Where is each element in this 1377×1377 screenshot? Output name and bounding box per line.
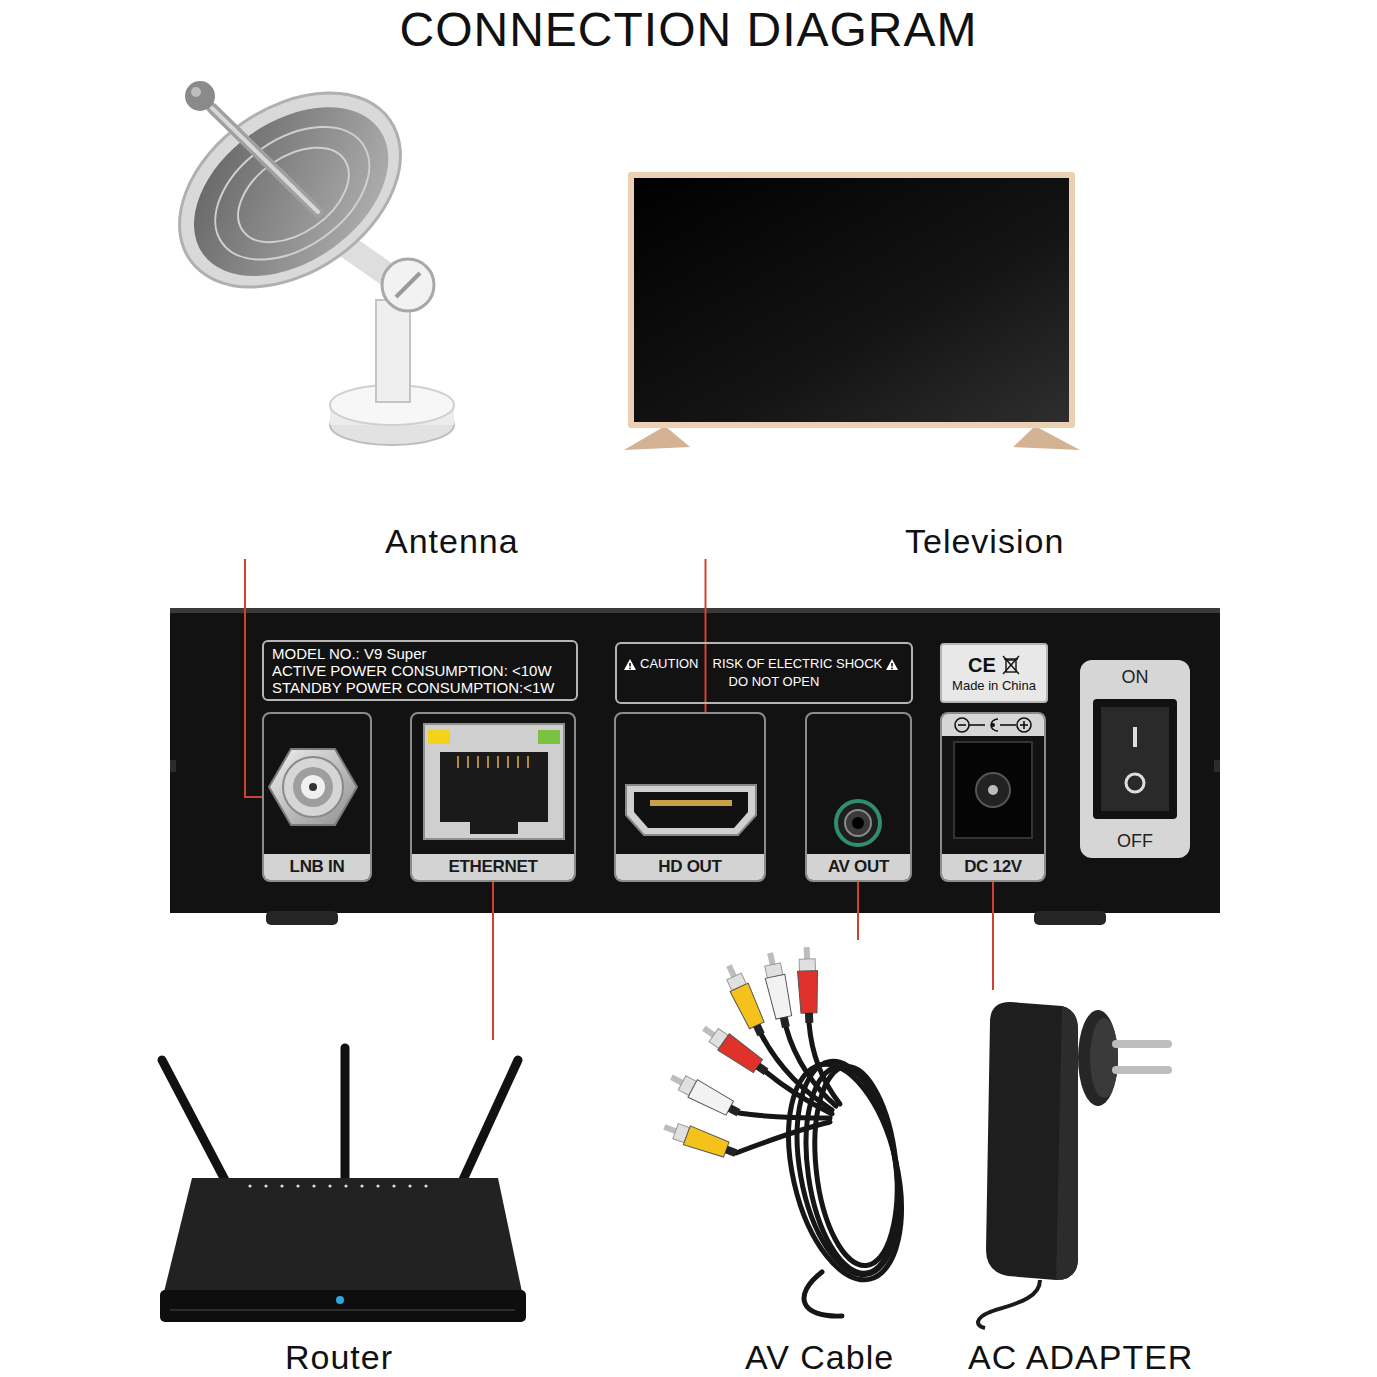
port-label: HD OUT	[616, 854, 764, 880]
connector-line	[705, 559, 707, 712]
switch-label: ON	[1122, 666, 1149, 688]
certification-box: CEMade in China	[940, 643, 1048, 703]
f-connector	[269, 749, 357, 825]
satellite-dish	[143, 53, 454, 445]
ce-mark: CE	[968, 653, 996, 677]
model-info-box: MODEL NO.: V9 SuperACTIVE POWER CONSUMPT…	[262, 640, 578, 701]
rocker-switch	[1093, 699, 1177, 819]
weee-symbol	[1002, 655, 1020, 675]
text-row: CAUTION RISK OF ELECTRIC SHOCK	[623, 655, 905, 673]
ac-adapter	[978, 1002, 1172, 1328]
hdmi-port: HD OUT	[614, 712, 766, 882]
device-label: Television	[905, 523, 1064, 559]
caution-text: RISK OF ELECTRIC SHOCK	[713, 655, 883, 673]
spec-text: STANDBY POWER CONSUMPTION:<1W	[272, 679, 568, 696]
warning-triangle	[885, 658, 899, 671]
connector-line	[857, 882, 859, 940]
origin-note: Made in China	[952, 677, 1036, 694]
device-label: AC ADAPTER	[968, 1339, 1193, 1375]
television-node: Television	[620, 165, 1090, 559]
caution-label: CAUTION	[640, 655, 699, 673]
receiver-back-panel	[170, 608, 1220, 925]
television-set	[624, 172, 1080, 450]
ac-adapter-node: AC ADAPTER	[955, 990, 1200, 1375]
lnb-port: LNB IN	[262, 712, 372, 882]
dc-jack	[942, 714, 1044, 838]
text-row: CE	[968, 653, 1020, 677]
device-label: AV Cable	[745, 1339, 894, 1375]
av-cable-node: AV Cable	[665, 940, 910, 1375]
spec-text: MODEL NO.: V9 Super	[272, 645, 568, 662]
connector-line	[245, 559, 262, 797]
router-node: Router	[150, 1040, 530, 1375]
caution-note: DO NOT OPEN	[729, 673, 820, 691]
connector-line	[492, 882, 494, 1040]
av-port: AV OUT	[805, 712, 912, 882]
ethernet-port: ETHERNET	[410, 712, 576, 882]
av-jack	[836, 801, 880, 845]
warning-triangle	[623, 658, 637, 671]
rj45-jack	[424, 724, 564, 839]
device-label: Antenna	[385, 523, 519, 559]
connector-line	[992, 882, 994, 990]
port-label: AV OUT	[807, 854, 910, 880]
av-cable	[661, 947, 921, 1316]
hdmi-socket	[626, 785, 756, 835]
switch-label: OFF	[1117, 830, 1153, 852]
spec-text: ACTIVE POWER CONSUMPTION: <10W	[272, 662, 568, 679]
separator-gap	[699, 657, 713, 671]
power-switch: ON OFF	[1080, 660, 1190, 858]
text-row: DO NOT OPEN	[623, 673, 905, 691]
caution-box: CAUTION RISK OF ELECTRIC SHOCKDO NOT OPEN	[615, 642, 913, 704]
dc-port: DC 12V	[940, 712, 1046, 882]
router	[160, 1048, 526, 1322]
port-label: LNB IN	[264, 854, 370, 880]
diagram-title: CONNECTION DIAGRAM	[0, 2, 1377, 58]
port-label: ETHERNET	[412, 854, 574, 880]
port-label: DC 12V	[942, 854, 1044, 880]
antenna-node: Antenna	[175, 75, 545, 559]
device-label: Router	[285, 1339, 393, 1375]
